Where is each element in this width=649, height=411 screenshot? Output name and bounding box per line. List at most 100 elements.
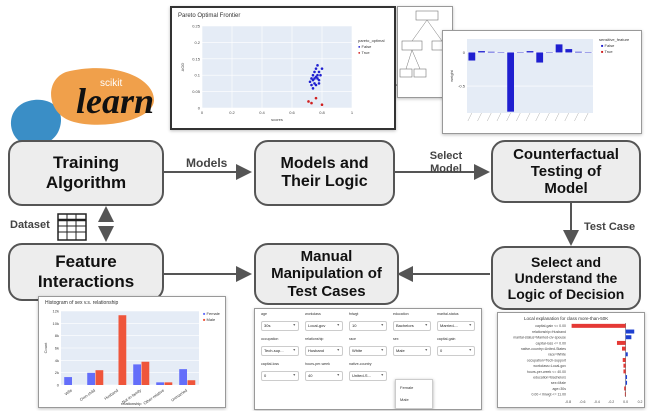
pareto-point-false bbox=[313, 82, 316, 85]
pareto-legend-title: pareto_optimal bbox=[358, 38, 385, 43]
form-field-select[interactable]: Tech-sup...▼ bbox=[261, 346, 299, 356]
chevron-down-icon: ▼ bbox=[336, 373, 340, 377]
pareto-point-true bbox=[320, 103, 324, 107]
form-field-select[interactable]: United-S...▼ bbox=[349, 371, 387, 381]
chevron-down-icon: ▼ bbox=[336, 323, 340, 327]
pareto-ytick: 0.05 bbox=[192, 89, 201, 94]
chevron-down-icon: ▼ bbox=[380, 348, 384, 352]
weights-bar bbox=[565, 49, 573, 53]
pareto-xtick: 0.6 bbox=[289, 110, 295, 115]
pareto-legend-true: ● True bbox=[358, 50, 370, 55]
chevron-down-icon: ▼ bbox=[380, 323, 384, 327]
pareto-xtick: 0.8 bbox=[319, 110, 325, 115]
weights-xtick bbox=[545, 112, 550, 122]
form-label: marital-status bbox=[437, 312, 459, 316]
weights-xtick bbox=[487, 112, 492, 122]
lime-bar bbox=[625, 352, 628, 357]
form-field-select[interactable]: Male▼ bbox=[393, 346, 431, 356]
weights-xtick bbox=[525, 112, 531, 122]
chevron-down-icon: ▼ bbox=[380, 373, 384, 377]
form-field-select[interactable]: Bachelors▼ bbox=[393, 321, 431, 331]
lime-chart: capital-gain <= 0.00 relationship=Husband… bbox=[513, 323, 642, 404]
form-field-value: 0 bbox=[264, 373, 267, 378]
lime-xtick: -0.8 bbox=[565, 400, 571, 404]
lime-feature-label: capital-gain <= 0.00 bbox=[535, 324, 566, 328]
logo-blobs bbox=[10, 68, 154, 146]
form-label: native-country bbox=[349, 362, 372, 366]
label-models: Models bbox=[186, 156, 228, 170]
pareto-xtick: 0.2 bbox=[229, 110, 235, 115]
histogram-bar-male bbox=[164, 382, 173, 385]
lime-feature-label: race=White bbox=[548, 353, 566, 357]
weights-bar bbox=[536, 52, 544, 63]
pareto-ytick: 0.25 bbox=[192, 24, 201, 29]
weights-bar bbox=[526, 51, 534, 53]
histogram-bar-male bbox=[187, 380, 196, 385]
form-field-select[interactable]: 30s▼ bbox=[261, 321, 299, 331]
lime-feature-label: education=Bachelors bbox=[533, 375, 566, 379]
form-field-value: 0 bbox=[440, 348, 443, 353]
form-field-select[interactable]: Husband ▼ bbox=[305, 346, 343, 356]
pareto-point-false bbox=[314, 67, 318, 70]
lime-feature-label: relationship=Husband bbox=[532, 330, 566, 334]
chevron-down-icon: ▼ bbox=[336, 348, 340, 352]
histogram-xtick: Husband bbox=[103, 388, 119, 401]
form-field-select[interactable]: 0▼ bbox=[261, 371, 299, 381]
weights-xtick bbox=[477, 112, 482, 122]
form-field-value: Husband bbox=[308, 348, 325, 353]
dropdown-option-male[interactable]: Male bbox=[400, 397, 409, 402]
pareto-ytick: 0.15 bbox=[192, 56, 201, 61]
histogram-ytick: 2k bbox=[55, 370, 59, 375]
form-label: capital-loss bbox=[261, 362, 279, 366]
form-field-select[interactable]: White▼ bbox=[349, 346, 387, 356]
form-label: workclass bbox=[305, 312, 321, 316]
form-field-select[interactable]: 0▼ bbox=[437, 346, 475, 356]
form-field-value: Local-gov bbox=[308, 323, 326, 328]
lime-xtick: -0.4 bbox=[594, 400, 600, 404]
pareto-ylabel: AOD bbox=[180, 63, 185, 72]
weights-xtick bbox=[554, 112, 560, 122]
form-label: occupation bbox=[261, 337, 279, 341]
pareto-point-false bbox=[320, 67, 324, 70]
histogram-ytick: 12k bbox=[53, 309, 59, 314]
pareto-point-false bbox=[317, 70, 321, 74]
chevron-down-icon: ▼ bbox=[424, 348, 428, 352]
form-field-select[interactable]: 10▼ bbox=[349, 321, 387, 331]
lime-bar bbox=[623, 369, 626, 374]
histogram-bar-female bbox=[87, 372, 95, 385]
form-field-select[interactable]: 40▼ bbox=[305, 371, 343, 381]
form-field-select[interactable]: Local-gov ▼ bbox=[305, 321, 343, 331]
dropdown-option-female[interactable]: Female bbox=[400, 385, 414, 390]
histogram-ytick: 0 bbox=[57, 383, 60, 388]
lime-xtick: 0.0 bbox=[623, 400, 628, 404]
weights-ytick: 0 bbox=[463, 50, 466, 55]
logo-small-text: scikit bbox=[100, 78, 123, 89]
pareto-point-false bbox=[316, 77, 319, 80]
lime-feature-label: native-country=United-States bbox=[521, 347, 566, 351]
lime-bar bbox=[622, 358, 626, 362]
form-field-select[interactable]: Married-...▼ bbox=[437, 321, 475, 331]
lime-feature-label: sex=Male bbox=[551, 381, 566, 385]
lime-bar bbox=[625, 335, 632, 340]
weights-xtick bbox=[506, 112, 511, 122]
lime-xtick: -0.2 bbox=[608, 400, 614, 404]
histogram-bar-female bbox=[133, 364, 141, 385]
histogram-bar-female bbox=[156, 382, 164, 385]
histogram-title: Histogram of sex v.s. relationship bbox=[45, 300, 119, 306]
lime-bar bbox=[622, 346, 626, 351]
weights-bar bbox=[555, 44, 563, 53]
histogram-bar-female bbox=[179, 369, 187, 385]
lime-bar bbox=[616, 340, 626, 345]
lime-xtick: -0.6 bbox=[579, 400, 585, 404]
box-training-algorithm: Training Algorithm bbox=[8, 140, 164, 206]
pareto-point-false bbox=[317, 82, 321, 85]
lime-feature-label: marital-status=Married-civ-spouse bbox=[513, 336, 566, 340]
chevron-down-icon: ▼ bbox=[292, 373, 296, 377]
pareto-ytick: 0.2 bbox=[194, 40, 200, 45]
form-label: education bbox=[393, 312, 409, 316]
weights-xtick bbox=[574, 112, 579, 122]
